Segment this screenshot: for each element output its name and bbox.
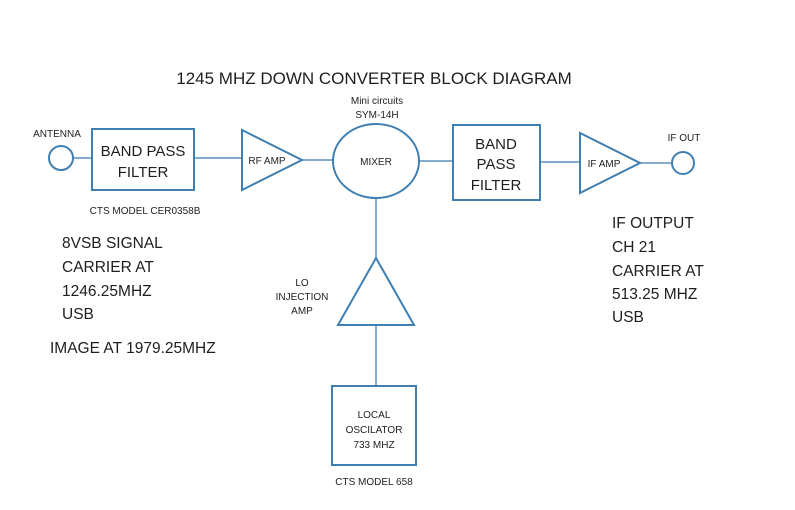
diagram-title: 1245 MHZ DOWN CONVERTER BLOCK DIAGRAM [176, 69, 571, 88]
input-note-1: 8VSB SIGNAL [62, 235, 163, 252]
band-pass-filter-1 [91, 128, 195, 191]
lo-amp-line-3: AMP [291, 306, 313, 317]
osc-line-2: OSCILATOR [346, 425, 403, 436]
if-amp-label: IF AMP [588, 159, 621, 170]
band-pass-filter-2 [452, 124, 541, 201]
output-note-1: IF OUTPUT [612, 215, 694, 232]
output-note-5: USB [612, 309, 644, 326]
lo-amp-line-2: INJECTION [276, 292, 329, 303]
bpf1-line-1: BAND PASS [101, 143, 186, 160]
bpf1-model: CTS MODEL CER0358B [90, 206, 201, 217]
image-note: IMAGE AT 1979.25MHZ [50, 340, 216, 357]
mixer-ellipse [332, 123, 420, 199]
signal-wires [73, 157, 672, 386]
output-note-4: 513.25 MHZ [612, 286, 697, 303]
input-note-3: 1246.25MHZ [62, 283, 152, 300]
bpf2-line-3: FILTER [471, 177, 522, 194]
osc-model: CTS MODEL 658 [335, 477, 413, 488]
if-out-port [671, 151, 695, 175]
input-note-4: USB [62, 306, 94, 323]
osc-line-1: LOCAL [358, 410, 391, 421]
input-note-2: CARRIER AT [62, 259, 154, 276]
antenna-port [48, 145, 74, 171]
output-note-2: CH 21 [612, 239, 656, 256]
if-out-label: IF OUT [668, 133, 701, 144]
lo-injection-amp-triangle [336, 255, 416, 326]
mixer-part-line-1: Mini circuits [351, 96, 403, 107]
bpf2-line-2: PASS [477, 156, 516, 173]
osc-line-3: 733 MHZ [353, 440, 394, 451]
bpf2-line-1: BAND [475, 136, 517, 153]
bpf1-line-2: FILTER [118, 164, 169, 181]
if-amp-triangle [579, 131, 643, 195]
rf-amp-label: RF AMP [248, 156, 286, 167]
mixer-part-line-2: SYM-14H [355, 110, 398, 121]
antenna-label: ANTENNA [33, 129, 81, 140]
mixer-label: MIXER [360, 157, 392, 168]
local-oscillator-box [331, 385, 417, 466]
lo-amp-line-1: LO [295, 278, 309, 289]
rf-amp-triangle [241, 128, 305, 192]
output-note-3: CARRIER AT [612, 263, 704, 280]
